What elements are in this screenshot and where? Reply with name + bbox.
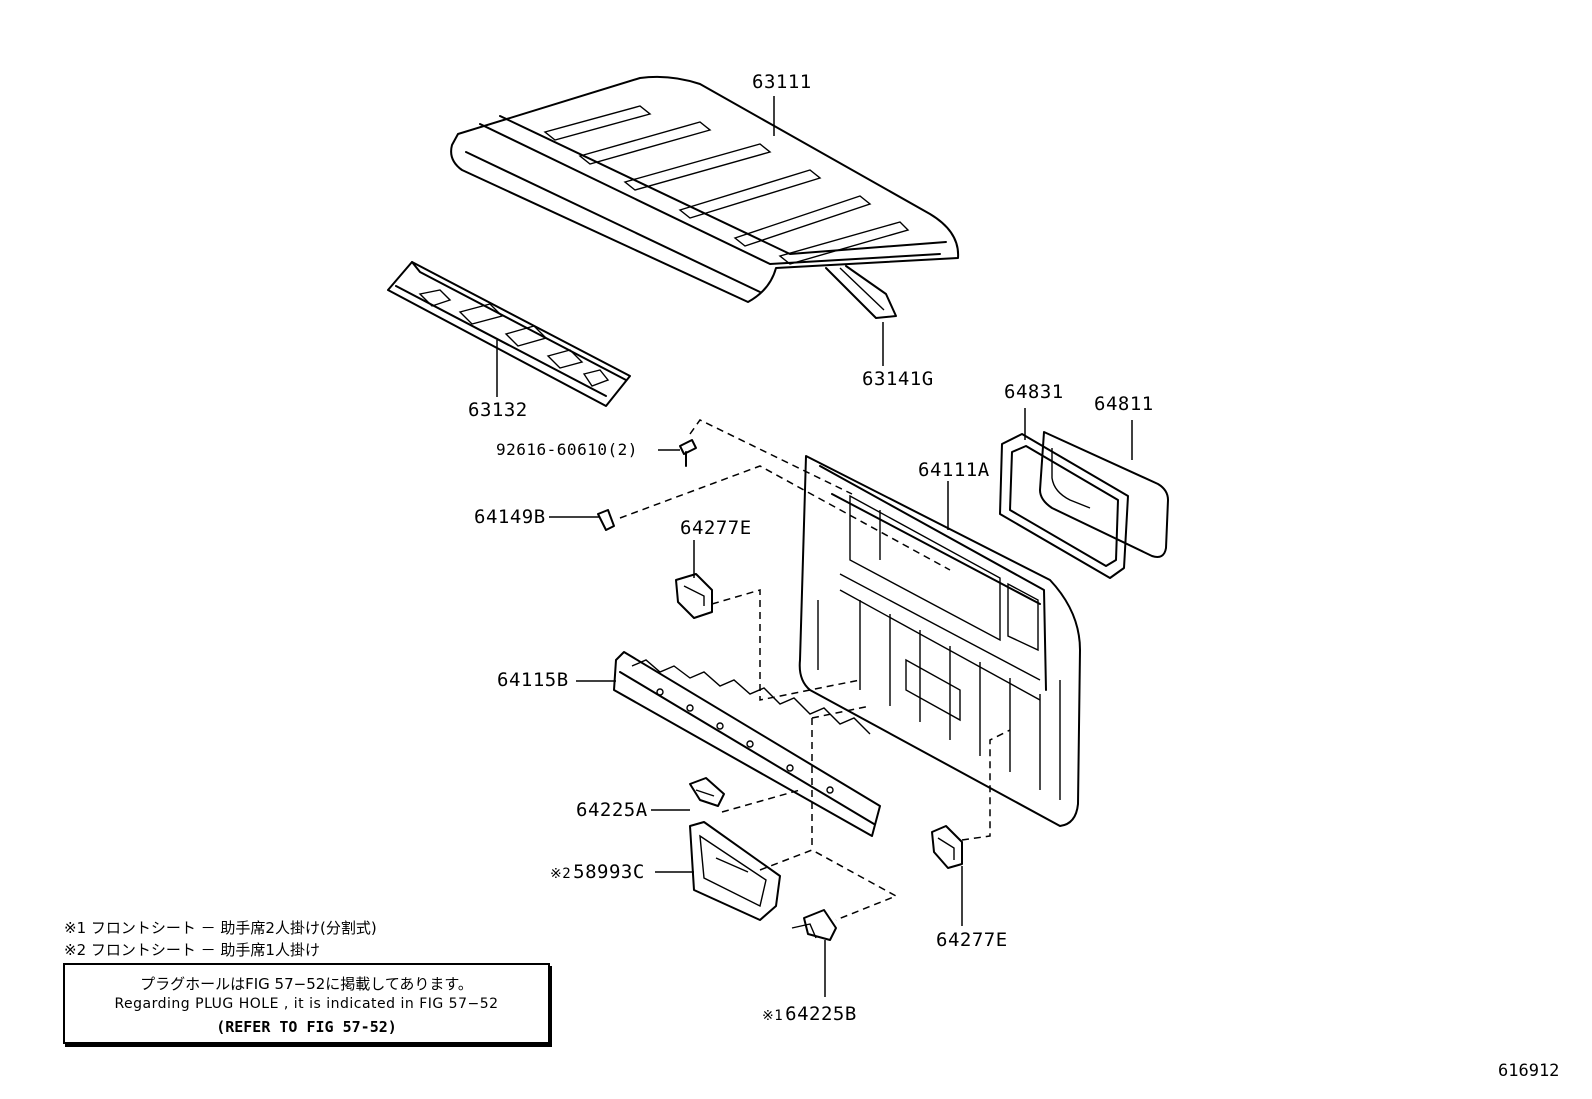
label-back-panel: 64111A: [918, 459, 990, 481]
bracket-b-drawing: [597, 509, 615, 531]
label-window-weatherstrip: 64831: [1004, 381, 1064, 403]
hook-b-drawing: [791, 909, 837, 941]
plug-hole-note-japanese: プラグホールはFIG 57−52に掲載してあります。: [140, 975, 473, 993]
hook-b-number: 64225B: [785, 1003, 857, 1025]
figure-number: 616912: [1498, 1061, 1560, 1081]
roof-panel-drawing: [450, 75, 960, 319]
label-bracket-e-upper: 64277E: [680, 517, 752, 539]
hook-a-drawing: [689, 777, 725, 807]
seat-bracket-note-mark: ※2: [550, 866, 572, 882]
lower-reinforcement-drawing: [613, 651, 881, 837]
back-panel-drawing: [798, 455, 1081, 827]
plug-hole-note-english: Regarding PLUG HOLE , it is indicated in…: [114, 996, 499, 1012]
label-roof-panel: 63111: [752, 71, 812, 93]
roof-rail-drawing: [387, 261, 631, 407]
leader-lines: [496, 96, 1133, 997]
window-weatherstrip-drawing: [999, 433, 1129, 579]
label-lower-reinforcement: 64115B: [497, 669, 569, 691]
plug-hole-note-box: プラグホールはFIG 57−52に掲載してあります。 Regarding PLU…: [63, 963, 550, 1044]
bracket-e-upper-drawing: [675, 573, 713, 619]
label-bracket-e-lower: 64277E: [936, 929, 1008, 951]
dashed-assembly-lines: [619, 419, 1011, 921]
window-glass-drawing: [1039, 431, 1169, 558]
bolt-drawing: [679, 439, 697, 467]
footnote-2: ※2 フロントシート － 助手席1人掛け: [64, 941, 320, 959]
label-roof-bow: 63141G: [862, 368, 934, 390]
seat-bracket-number: 58993C: [573, 861, 645, 883]
label-hook-a: 64225A: [576, 799, 648, 821]
bracket-e-lower-drawing: [931, 825, 963, 869]
label-window-glass: 64811: [1094, 393, 1154, 415]
footnote-1: ※1 フロントシート － 助手席2人掛け(分割式): [64, 919, 377, 937]
seat-bracket-drawing: [689, 821, 781, 921]
plug-hole-reference: (REFER TO FIG 57-52): [216, 1018, 397, 1036]
hook-b-note-mark: ※1: [762, 1008, 784, 1024]
label-bolt: 92616-60610(2): [496, 440, 638, 459]
label-bracket-b: 64149B: [474, 506, 546, 528]
label-roof-rail: 63132: [468, 399, 528, 421]
